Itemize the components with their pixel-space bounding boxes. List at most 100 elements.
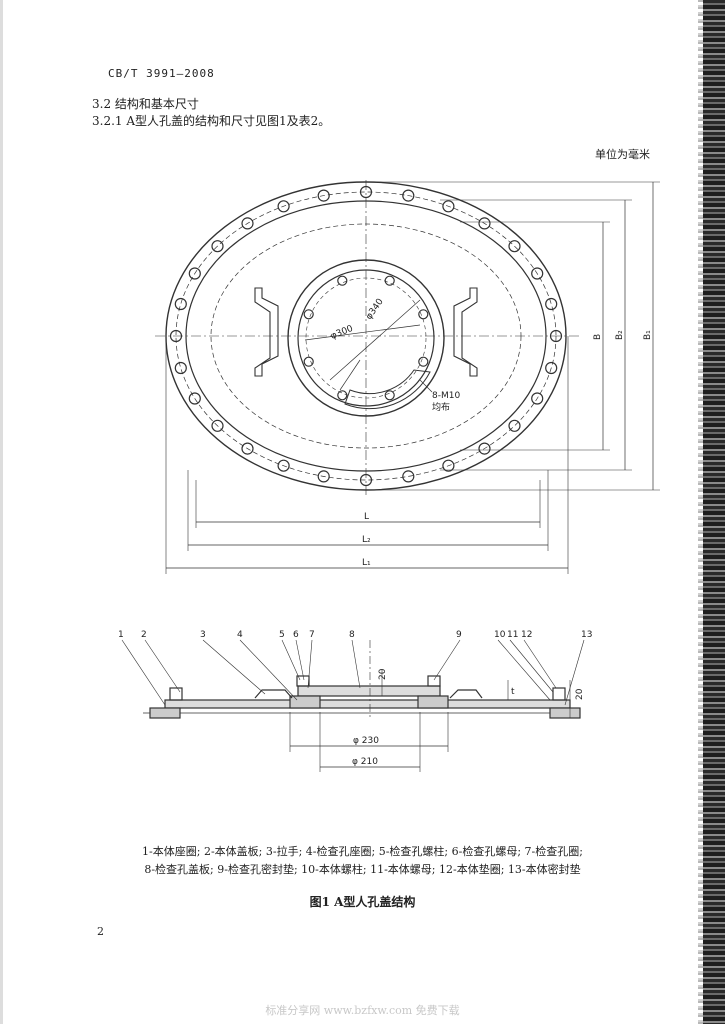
label-L: L [364, 512, 369, 522]
part-number-4: 4 [237, 630, 243, 640]
body-nut-left [169, 687, 183, 701]
leader-line [339, 359, 361, 391]
flange-bolt [402, 189, 415, 202]
part-number-6: 6 [293, 630, 299, 640]
flange-bolt [531, 267, 544, 280]
inspection-bolt [337, 390, 348, 401]
standard-number: CB/T 3991—2008 [108, 67, 215, 80]
body-seat-left [149, 707, 181, 719]
flange-bolt [188, 267, 201, 280]
flange-bolt [508, 240, 521, 253]
label-bolts-count: 8-M10 [432, 391, 460, 401]
label-dia-340: φ340 [364, 297, 386, 322]
flange-bolt [169, 329, 183, 343]
body-nut-right [552, 687, 566, 701]
figure-title: 图1 A型人孔盖结构 [309, 895, 416, 909]
insp-nut-right [427, 675, 441, 687]
flange-bolt [277, 200, 290, 213]
label-dim-210: φ 210 [352, 757, 378, 767]
footer-watermark: 标准分享网 www.bzfxw.com 免费下载 [265, 1004, 460, 1017]
section-heading-3-2: 3.2 结构和基本尺寸 [92, 97, 199, 111]
part-number-3: 3 [200, 630, 206, 640]
scan-binding-shadow [698, 0, 703, 1024]
flange-bolt [359, 185, 373, 199]
inspection-bolts [303, 275, 429, 401]
label-B2: B₂ [615, 330, 625, 340]
left-handle [254, 287, 279, 377]
flange-bolt [211, 419, 224, 432]
flange-bolt [442, 200, 455, 213]
part-number-1: 1 [118, 630, 124, 640]
section-handle-left [254, 689, 293, 699]
inspection-bolt [337, 275, 348, 286]
unit-note: 单位为毫米 [595, 148, 650, 161]
label-bolts-even: 均布 [432, 401, 450, 413]
flange-bolt [531, 392, 544, 405]
part-number-11: 11 [507, 630, 518, 640]
flange-bolt [402, 470, 415, 483]
flange-bolt [478, 442, 491, 455]
part-number-9: 9 [456, 630, 462, 640]
flange-bolt [442, 459, 455, 472]
label-B: B [593, 334, 603, 340]
flange-bolt [545, 297, 558, 311]
flange-bolt [241, 217, 254, 230]
legend-line-1: 1-本体座圈; 2-本体盖板; 3-拉手; 4-检查孔座圈; 5-检查孔螺柱; … [142, 845, 583, 858]
label-dim-230: φ 230 [353, 736, 379, 746]
page-number: 2 [97, 925, 104, 938]
right-handle [453, 287, 478, 377]
section-view [121, 639, 585, 772]
inspection-ring-inner [297, 269, 435, 407]
flange-bolt [174, 297, 187, 311]
inspection-ring-outer [287, 259, 445, 417]
flange-bolt [211, 240, 224, 253]
part-number-12: 12 [521, 630, 532, 640]
bolt-leader [419, 379, 433, 393]
legend-line-2: 8-检查孔盖板; 9-检查孔密封垫; 10-本体螺柱; 11-本体螺母; 12-… [144, 863, 581, 876]
flange-bolt [317, 189, 330, 202]
inspection-bolt [303, 309, 314, 320]
section-handle-right [449, 689, 483, 699]
label-B1: B₁ [643, 330, 653, 340]
part-number-13: 13 [581, 630, 592, 640]
inspection-bolt [418, 356, 429, 367]
inspection-cover-plate [297, 685, 441, 697]
dia-line-340 [329, 299, 421, 381]
label-dim-t: t [511, 687, 515, 697]
label-L2: L₂ [362, 535, 371, 545]
flange-bolt [174, 361, 187, 375]
body-seat-right [549, 707, 581, 719]
inspection-seat-right [417, 695, 449, 709]
part-number-5: 5 [279, 630, 285, 640]
flange-bolt [545, 361, 558, 375]
flange-bolts [169, 185, 563, 487]
scan-binding-edge [703, 0, 725, 1024]
cut-away [344, 369, 431, 410]
inspection-bolt [384, 390, 395, 401]
body-cover-plate [164, 699, 571, 709]
section-text-3-2-1: 3.2.1 A型人孔盖的结构和尺寸见图1及表2。 [92, 114, 331, 128]
flange-bolt [359, 473, 373, 487]
dia-line-300 [304, 324, 421, 341]
part-number-7: 7 [309, 630, 315, 640]
flange-bolt [478, 217, 491, 230]
inspection-bolt [384, 275, 395, 286]
flange-bolt [549, 329, 563, 343]
inspection-bolt [303, 356, 314, 367]
flange-bolt [317, 470, 330, 483]
part-number-10: 10 [494, 630, 506, 640]
label-dim-20a: 20 [378, 668, 388, 680]
label-L1: L₁ [362, 558, 371, 568]
inspection-bolt [418, 309, 429, 320]
inspection-cover-line [305, 277, 427, 399]
part-number-8: 8 [349, 630, 355, 640]
top-view [155, 180, 660, 574]
label-dia-300: φ300 [329, 324, 354, 342]
flange-bolt [241, 442, 254, 455]
inspection-seat-left [289, 695, 321, 709]
scan-left-edge [0, 0, 3, 1024]
flange-bolt [508, 419, 521, 432]
